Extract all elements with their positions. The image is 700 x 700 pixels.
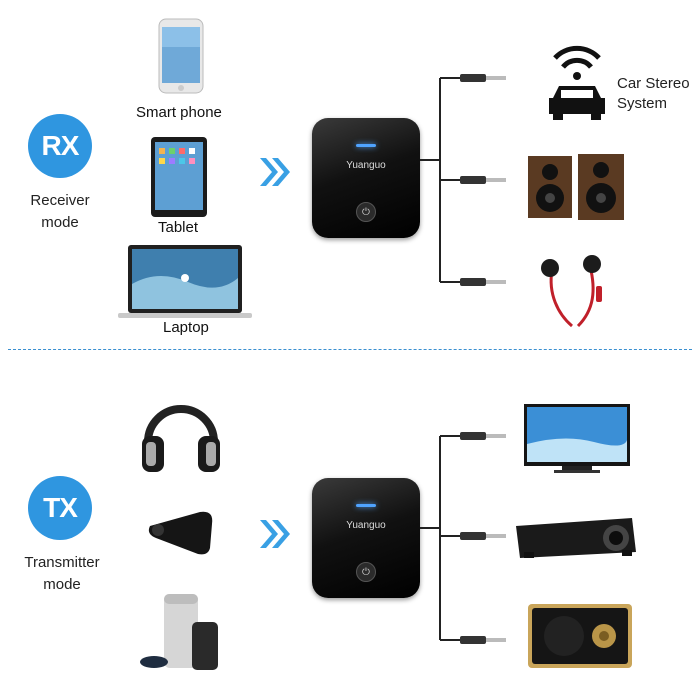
tablet-icon: [151, 137, 207, 217]
speakers-icon: [528, 154, 624, 220]
tx-arrow-icon: [260, 520, 290, 548]
power-icon: ⏻: [356, 202, 376, 222]
car-stereo-label-line2: System: [617, 95, 668, 112]
radio-icon: [528, 604, 632, 668]
tx-badge: TX: [28, 476, 92, 540]
led-indicator: [356, 504, 376, 507]
headphones-icon: [142, 405, 220, 472]
tx-mode-line1: Transmitter: [24, 554, 100, 571]
rx-arrow-icon: [260, 158, 290, 186]
tx-cable-tree: [420, 432, 506, 644]
smart-speakers-icon: [140, 594, 218, 670]
rx-source-label-smartphone: Smart phone: [136, 104, 222, 121]
tv-icon: [524, 404, 630, 473]
tx-bluetooth-device: Yuanguo ⏻: [312, 478, 420, 598]
rx-mode-line2: mode: [41, 214, 79, 231]
section-divider: [8, 349, 692, 350]
projector-icon: [516, 518, 636, 558]
device-brand: Yuanguo: [346, 160, 386, 171]
rx-cable-tree: [420, 74, 506, 286]
rx-badge: RX: [28, 114, 92, 178]
rx-source-label-laptop: Laptop: [163, 319, 209, 336]
tx-mode-label: Transmitter mode: [6, 552, 118, 596]
rx-mode-line1: Receiver: [30, 192, 90, 209]
device-brand: Yuanguo: [346, 520, 386, 531]
rx-mode-label: Receiver mode: [10, 190, 110, 234]
bluetooth-headset-icon: [148, 511, 213, 555]
power-icon: ⏻: [356, 562, 376, 582]
car-stereo-icon: [549, 45, 605, 120]
laptop-icon: [118, 245, 252, 318]
rx-bluetooth-device: Yuanguo ⏻: [312, 118, 420, 238]
rx-source-label-tablet: Tablet: [158, 219, 199, 236]
tx-mode-line2: mode: [43, 576, 81, 593]
smartphone-icon: [158, 18, 204, 94]
car-stereo-label-line1: Car Stereo: [617, 75, 690, 92]
car-stereo-label: Car Stereo System: [617, 74, 690, 114]
earphones-icon: [541, 255, 602, 328]
led-indicator: [356, 144, 376, 147]
